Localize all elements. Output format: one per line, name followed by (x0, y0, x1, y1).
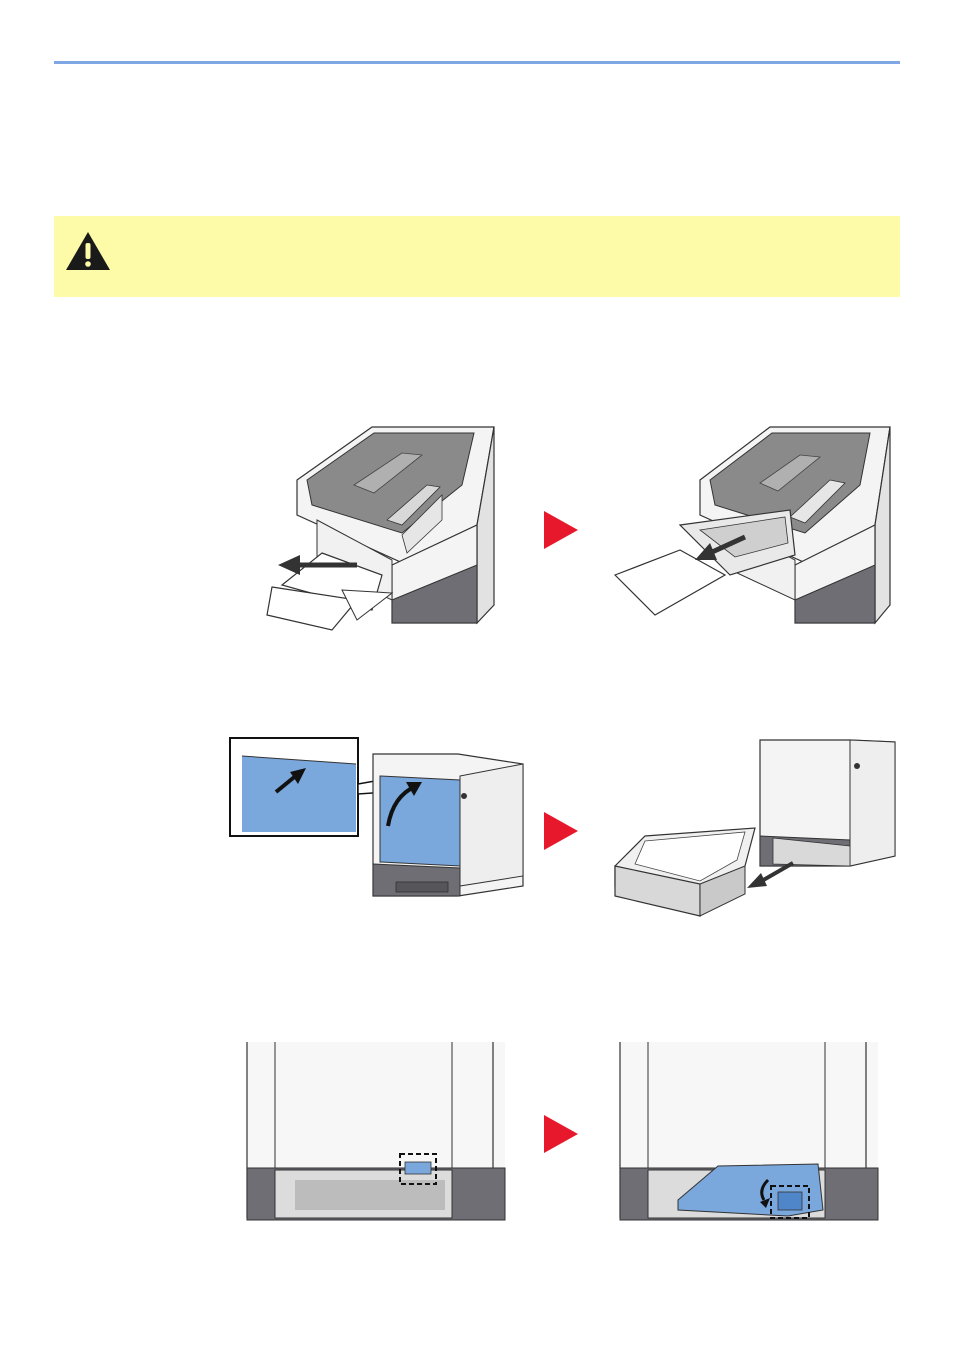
caution-box (54, 216, 900, 297)
cassette-slot-lever (246, 1042, 506, 1221)
step-arrow-icon (544, 1115, 578, 1153)
step-arrow-icon (544, 812, 578, 850)
cassette-slot-lever-lowered (619, 1042, 879, 1221)
header-rule (54, 61, 900, 64)
mp-tray-remove-paper (266, 426, 495, 631)
warning-triangle-icon (66, 232, 110, 270)
open-right-cover-inset (229, 737, 524, 897)
pull-out-cassette (614, 739, 896, 917)
step-arrow-icon (544, 511, 578, 549)
mp-tray-remove-loaded-paper (613, 426, 891, 625)
